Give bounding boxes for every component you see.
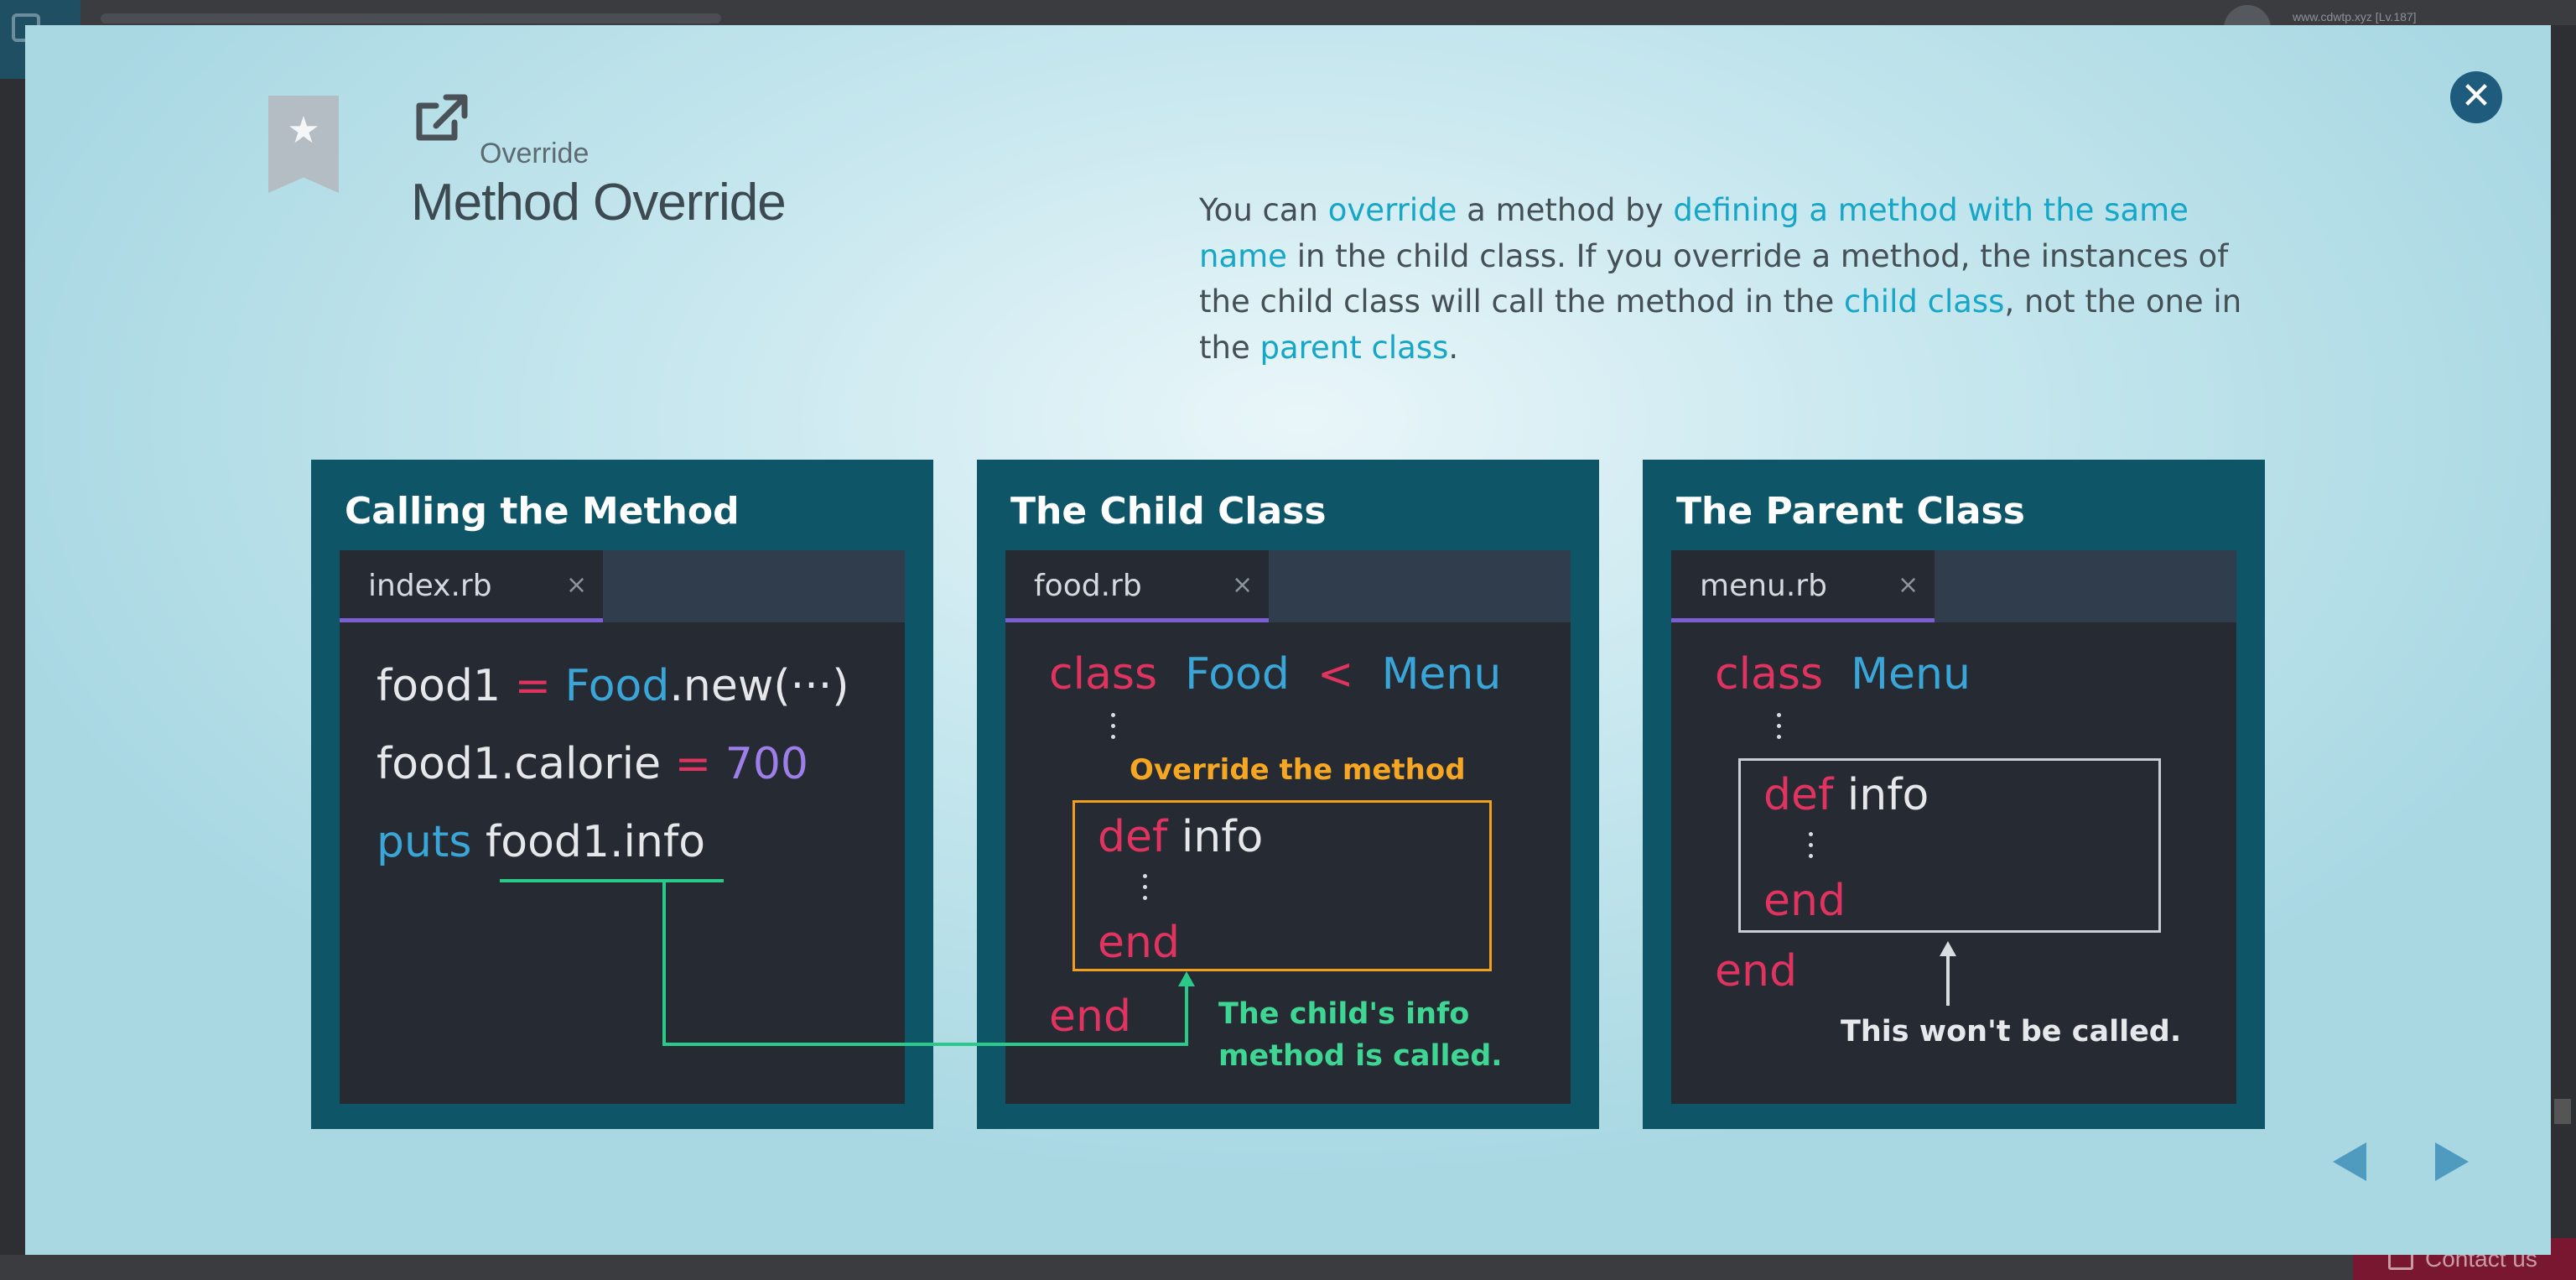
highlight-override: override [1327, 192, 1457, 228]
annotation-line: method is called. [1218, 1039, 1503, 1073]
description-text: in the child class. If you override a me… [1199, 237, 2229, 320]
file-name: menu.rb [1700, 569, 1827, 603]
code-line: food1 = Food.new(···) [377, 661, 849, 711]
description-text: You can [1199, 192, 1328, 228]
code-token: Food [564, 661, 670, 711]
code-line: puts food1.info [377, 817, 705, 867]
code-token: 700 [724, 739, 808, 789]
code-token: = [501, 661, 565, 711]
code-token: end [1098, 918, 1180, 968]
background-url-text: www.cdwtp.xyz [Lv.187] [2293, 10, 2417, 23]
description-text: , not the one in the [1199, 284, 2242, 366]
code-token: Food [1185, 649, 1290, 700]
code-editor: index.rb × food1 = Food.new(···) food1.c… [340, 550, 905, 1104]
category-label: Override [480, 138, 589, 169]
code-token: class [1715, 649, 1824, 700]
code-token: < [1317, 649, 1354, 700]
ellipsis-icon [1111, 713, 1116, 746]
annotation-override: Override the method [1130, 753, 1466, 787]
code-editor: menu.rb × class Menu def info end end Th… [1671, 550, 2236, 1104]
scrollbar-thumb[interactable] [2554, 1099, 2571, 1124]
code-token: food1.calorie [377, 739, 662, 789]
code-line: end [1715, 946, 1797, 996]
next-slide-icon[interactable] [2432, 1139, 2472, 1184]
code-token: Menu [1851, 649, 1971, 700]
file-tab[interactable]: menu.rb × [1671, 550, 1935, 622]
annotation-line: The child's info [1218, 997, 1470, 1031]
ellipsis-icon [1809, 832, 1814, 865]
external-link-icon[interactable] [413, 92, 471, 144]
slide-modal: ✕ ★ Override Method Override You can ove… [25, 25, 2551, 1255]
code-token: class [1049, 649, 1158, 700]
code-token: end [1049, 991, 1131, 1042]
ellipsis-icon [1777, 713, 1782, 746]
tab-close-icon[interactable]: × [1232, 570, 1254, 600]
file-name: food.rb [1034, 569, 1142, 603]
background-bottom-bar [0, 1255, 2576, 1280]
code-token: food1 [377, 661, 501, 711]
code-token [471, 817, 486, 867]
code-line: end [1763, 876, 1846, 926]
bookmark-button[interactable]: ★ [268, 96, 339, 193]
panel-title: The Child Class [1010, 490, 1327, 533]
panel-calling-method: Calling the Method index.rb × food1 = Fo… [311, 460, 933, 1129]
page-title: Method Override [411, 174, 787, 232]
code-line: class Menu [1715, 649, 1971, 700]
code-token: end [1763, 876, 1846, 926]
tab-bar: food.rb × [1005, 550, 1571, 622]
code-editor: food.rb × class Food < Menu Override the… [1005, 550, 1571, 1104]
ellipsis-icon [1143, 874, 1148, 907]
background-search-bar [101, 13, 721, 23]
description-text: a method by [1457, 192, 1674, 228]
star-icon: ★ [287, 109, 320, 152]
method-box [1738, 758, 2161, 933]
tab-close-icon[interactable]: × [1898, 570, 1919, 600]
panel-child-class: The Child Class food.rb × class Food < M… [977, 460, 1599, 1129]
description: You can override a method by defining a … [1199, 188, 2281, 371]
file-tab[interactable]: food.rb × [1005, 550, 1269, 622]
panel-title: Calling the Method [345, 490, 740, 533]
file-tab[interactable]: index.rb × [340, 550, 603, 622]
file-name: index.rb [368, 569, 492, 603]
code-token: info [1181, 812, 1264, 862]
annotation-not-called: This won't be called. [1841, 1015, 2182, 1048]
tab-bar: menu.rb × [1671, 550, 2236, 622]
description-text: . [1448, 329, 1459, 366]
tab-bar: index.rb × [340, 550, 905, 622]
code-line: food1.calorie = 700 [377, 739, 808, 789]
tab-close-icon[interactable]: × [566, 570, 588, 600]
code-token: .new(···) [669, 661, 849, 711]
code-line: end [1098, 918, 1180, 968]
highlight-parent-class: parent class [1259, 329, 1449, 366]
code-line: def info [1098, 812, 1263, 862]
code-token: end [1715, 946, 1797, 996]
code-token: food1.info [485, 817, 706, 867]
code-line: def info [1763, 770, 1929, 820]
code-line: class Food < Menu [1049, 649, 1501, 700]
highlight-child-class: child class [1844, 284, 2005, 320]
close-icon[interactable]: ✕ [2450, 71, 2502, 123]
panel-title: The Parent Class [1676, 490, 2025, 533]
code-token: def [1098, 812, 1168, 862]
highlight-same-name: defining a method with the same name [1199, 192, 2189, 274]
code-token: def [1763, 770, 1834, 820]
code-token: = [661, 739, 725, 789]
code-token: puts [377, 817, 472, 867]
code-token: info [1846, 770, 1929, 820]
panel-parent-class: The Parent Class menu.rb × class Menu de… [1643, 460, 2265, 1129]
code-token: Menu [1381, 649, 1502, 700]
code-line: end [1049, 991, 1131, 1042]
annotation-child-called: The child's info method is called. [1218, 993, 1503, 1077]
prev-slide-icon[interactable] [2329, 1139, 2370, 1184]
